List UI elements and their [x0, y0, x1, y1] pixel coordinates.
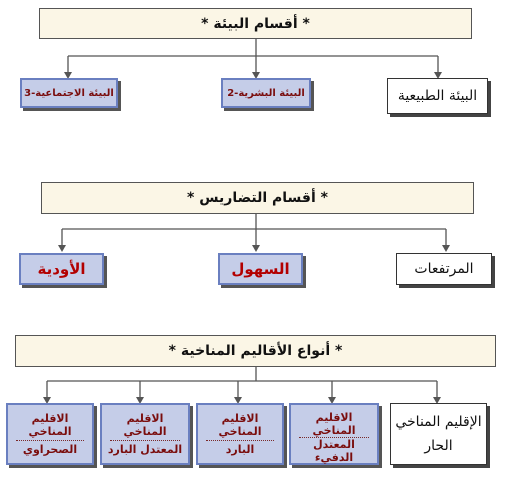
section1-header: * أقسام البيئة *	[39, 8, 472, 39]
climate-line1: الاقليم المناخي	[218, 412, 262, 438]
section2-plains: السهول	[218, 253, 303, 285]
section1-social-environment: 3-البيئة الاجتماعية	[20, 78, 118, 108]
dotted-separator	[206, 440, 274, 441]
section1-human-environment: 2-البيئة البشرية	[221, 78, 311, 108]
climate-line1: الاقليم المناخي	[312, 411, 356, 437]
climate-line2: الحار	[424, 438, 453, 454]
section1-natural-environment: البيئة الطبيعية	[387, 78, 488, 114]
climate-line1: الاقليم المناخي	[123, 412, 167, 438]
climate-line2: المعتدل الدفيء	[313, 438, 355, 464]
section2-header: * أقسام التضاريس *	[41, 182, 474, 214]
section2-valleys: الأودية	[19, 253, 104, 285]
dotted-separator	[16, 440, 84, 441]
section3-cold-temperate-climate: الاقليم المناخي المعتدل البارد	[100, 403, 190, 465]
section2-highlands: المرتفعات	[396, 253, 492, 285]
climate-line2: البارد	[225, 443, 255, 456]
dotted-separator	[299, 437, 369, 438]
section3-cold-climate: الاقليم المناخي البارد	[196, 403, 284, 465]
climate-line1: الاقليم المناخي	[28, 412, 72, 438]
climate-line2: الصحراوي	[22, 443, 78, 456]
dotted-separator	[110, 440, 180, 441]
climate-line2: المعتدل البارد	[107, 443, 183, 456]
section3-hot-climate: الإقليم المناخي الحار	[390, 403, 487, 465]
section3-header: * أنواع الأقاليم المناخية *	[15, 335, 496, 367]
section3-warm-temperate-climate: الاقليم المناخي المعتدل الدفيء	[289, 403, 379, 465]
section3-desert-climate: الاقليم المناخي الصحراوي	[6, 403, 94, 465]
climate-line1: الإقليم المناخي	[395, 414, 482, 430]
